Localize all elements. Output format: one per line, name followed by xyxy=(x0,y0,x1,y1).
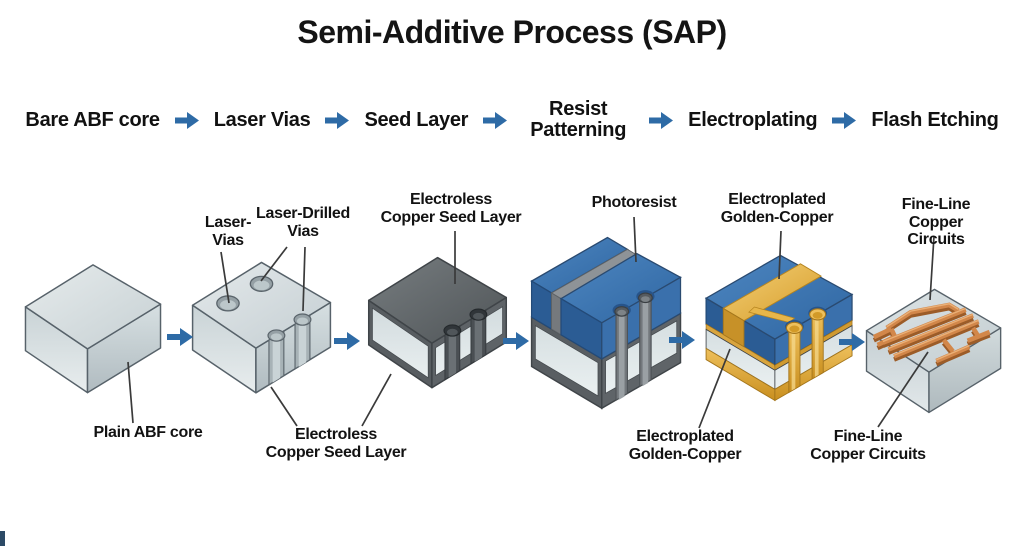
stage-illustration-resist-patterning xyxy=(530,236,682,410)
step-flash-etching: Flash Etching xyxy=(871,108,999,131)
step-resist-patterning: Resist Patterning xyxy=(530,98,627,141)
stage-illustration-laser-vias xyxy=(191,261,332,394)
callout-fine-line-top: Fine-Line Copper Circuits xyxy=(901,196,971,249)
arrow-right-icon xyxy=(174,111,199,129)
callout-fine-line-bottom: Fine-Line Copper Circuits xyxy=(810,428,926,463)
via-hole xyxy=(216,275,274,312)
via-tube xyxy=(612,290,655,402)
gold-trace xyxy=(722,263,823,348)
callout-photoresist: Photoresist xyxy=(591,194,677,211)
arrow-right-icon xyxy=(325,111,350,129)
callout-laser-vias: Laser- Vias xyxy=(204,214,252,249)
callout-laser-drilled-vias: Laser-Drilled Vias xyxy=(256,205,350,240)
gold-via xyxy=(785,306,827,394)
stage-illustration-flash-etching xyxy=(865,288,1002,414)
copper-traces xyxy=(872,302,991,367)
arrow-right-icon xyxy=(832,111,857,129)
stage-illustration-electroplating xyxy=(704,254,854,402)
via-channel xyxy=(267,313,312,386)
callout-golden-copper-bottom: Electroplated Golden-Copper xyxy=(628,428,742,463)
step-bare-abf-core: Bare ABF core xyxy=(25,108,160,131)
arrow-right-icon xyxy=(483,111,508,129)
callout-seed-layer-top: Electroless Copper Seed Layer xyxy=(380,191,522,226)
step-seed-layer: Seed Layer xyxy=(364,108,469,131)
process-step-flow: Bare ABF core Laser Vias Seed Layer Resi… xyxy=(0,92,1024,148)
step-laser-vias: Laser Vias xyxy=(213,108,311,131)
stage-illustration-seed-layer xyxy=(367,256,508,389)
callout-seed-layer-bottom: Electroless Copper Seed Layer xyxy=(265,426,407,461)
coated-via-channel xyxy=(443,308,488,381)
arrow-right-icon xyxy=(649,111,674,129)
callout-golden-copper-top: Electroplated Golden-Copper xyxy=(720,191,834,226)
step-electroplating: Electroplating xyxy=(688,108,818,131)
page-edge-mark xyxy=(0,531,5,546)
arrow-right-icon xyxy=(167,328,865,351)
page-title: Semi-Additive Process (SAP) xyxy=(297,14,727,50)
stage-illustration-bare-abf-core xyxy=(24,264,162,394)
leader-lines xyxy=(127,216,935,429)
callout-plain-abf-core: Plain ABF core xyxy=(93,424,203,441)
